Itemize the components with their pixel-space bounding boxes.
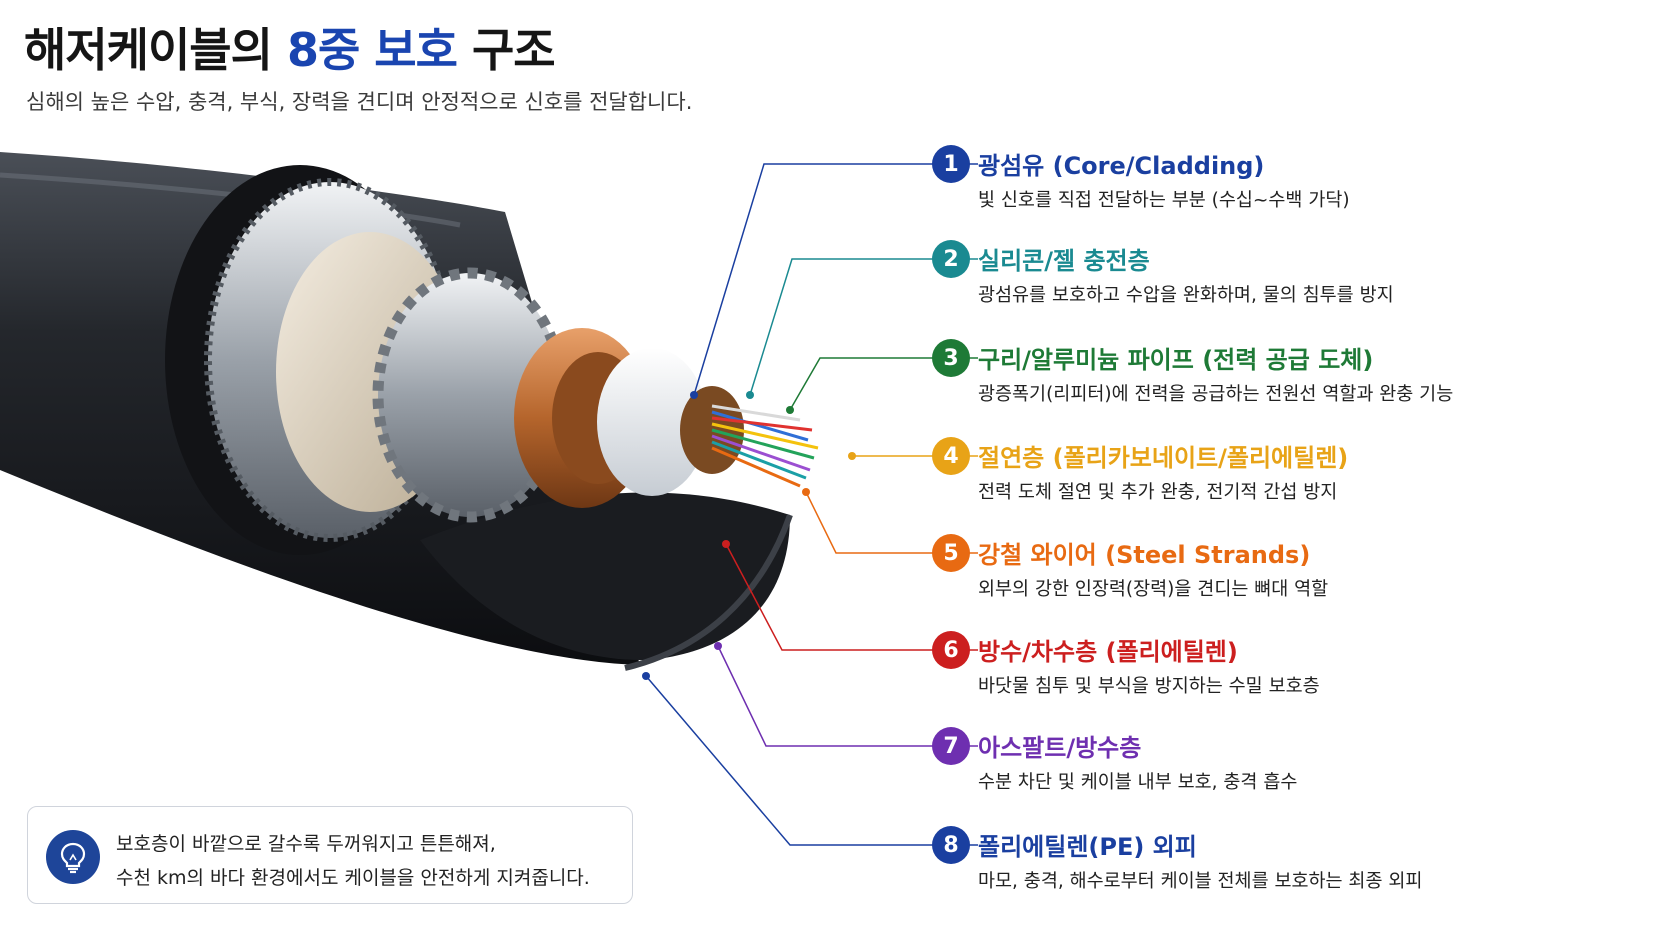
leader-line-8 xyxy=(645,675,978,846)
info-callout: 보호층이 바깥으로 갈수록 두꺼워지고 튼튼해져, 수천 km의 바다 환경에서… xyxy=(27,806,633,904)
layer-name-6: 방수/차수층 (폴리에틸렌) xyxy=(978,638,1238,666)
layer-badge-7: 7 xyxy=(932,727,970,765)
page-title: 해저케이블의 8중 보호 구조 xyxy=(24,14,556,80)
fiber-bundle xyxy=(680,386,819,488)
callout-line-2: 수천 km의 바다 환경에서도 케이블을 안전하게 지켜줍니다. xyxy=(116,867,590,889)
layer-name-2: 실리콘/젤 충전층 xyxy=(978,247,1150,275)
layer-desc-8: 마모, 충격, 해수로부터 케이블 전체를 보호하는 최종 외피 xyxy=(978,871,1423,892)
layer-badge-8: 8 xyxy=(932,826,970,864)
title-prefix: 해저케이블의 xyxy=(24,23,273,77)
title-suffix: 구조 xyxy=(471,23,556,77)
layer-name-4: 절연층 (폴리카보네이트/폴리에틸렌) xyxy=(978,444,1349,472)
layer-desc-3: 광증폭기(리피터)에 전력을 공급하는 전원선 역할과 완충 기능 xyxy=(978,384,1454,405)
gel-layer xyxy=(597,348,707,496)
layer-desc-4: 전력 도체 절연 및 추가 완충, 전기적 간섭 방지 xyxy=(978,482,1338,503)
leader-line-5 xyxy=(805,491,978,554)
jacket-trough-rim xyxy=(624,514,793,671)
layer-desc-1: 빛 신호를 직접 전달하는 부분 (수십~수백 가닥) xyxy=(978,190,1350,211)
page-subtitle: 심해의 높은 수압, 충격, 부식, 장력을 견디며 안정적으로 신호를 전달합… xyxy=(26,90,693,114)
lightbulb-icon xyxy=(46,830,100,884)
layer-name-1: 광섬유 (Core/Cladding) xyxy=(978,152,1265,180)
layer-badge-5: 5 xyxy=(932,534,970,572)
layer-desc-6: 바닷물 침투 및 부식을 방지하는 수밀 보호층 xyxy=(978,676,1320,697)
layer-desc-5: 외부의 강한 인장력(장력)을 견디는 뼈대 역할 xyxy=(978,579,1329,600)
leader-line-6 xyxy=(725,543,978,651)
leader-line-7 xyxy=(717,645,978,747)
layer-name-5: 강철 와이어 (Steel Strands) xyxy=(978,541,1311,569)
jacket-trough xyxy=(420,492,790,661)
leader-line-1 xyxy=(693,163,978,396)
layer-name-8: 폴리에틸렌(PE) 외피 xyxy=(978,833,1197,861)
leader-line-3 xyxy=(789,357,978,411)
layer-desc-2: 광섬유를 보호하고 수압을 완화하며, 물의 침투를 방지 xyxy=(978,285,1394,306)
steel-strand-layer xyxy=(378,273,562,517)
layer-desc-7: 수분 차단 및 케이블 내부 보호, 충격 흡수 xyxy=(978,772,1298,793)
layer-badge-2: 2 xyxy=(932,240,970,278)
callout-line-1: 보호층이 바깥으로 갈수록 두꺼워지고 튼튼해져, xyxy=(116,833,496,855)
layer-badge-4: 4 xyxy=(932,437,970,475)
layer-badge-6: 6 xyxy=(932,631,970,669)
layer-badge-1: 1 xyxy=(932,145,970,183)
leader-line-2 xyxy=(749,258,978,396)
layer-name-3: 구리/알루미늄 파이프 (전력 공급 도체) xyxy=(978,346,1374,374)
title-accent: 8중 보호 xyxy=(286,23,458,77)
layer-name-7: 아스팔트/방수층 xyxy=(978,734,1142,762)
layer-badge-3: 3 xyxy=(932,339,970,377)
